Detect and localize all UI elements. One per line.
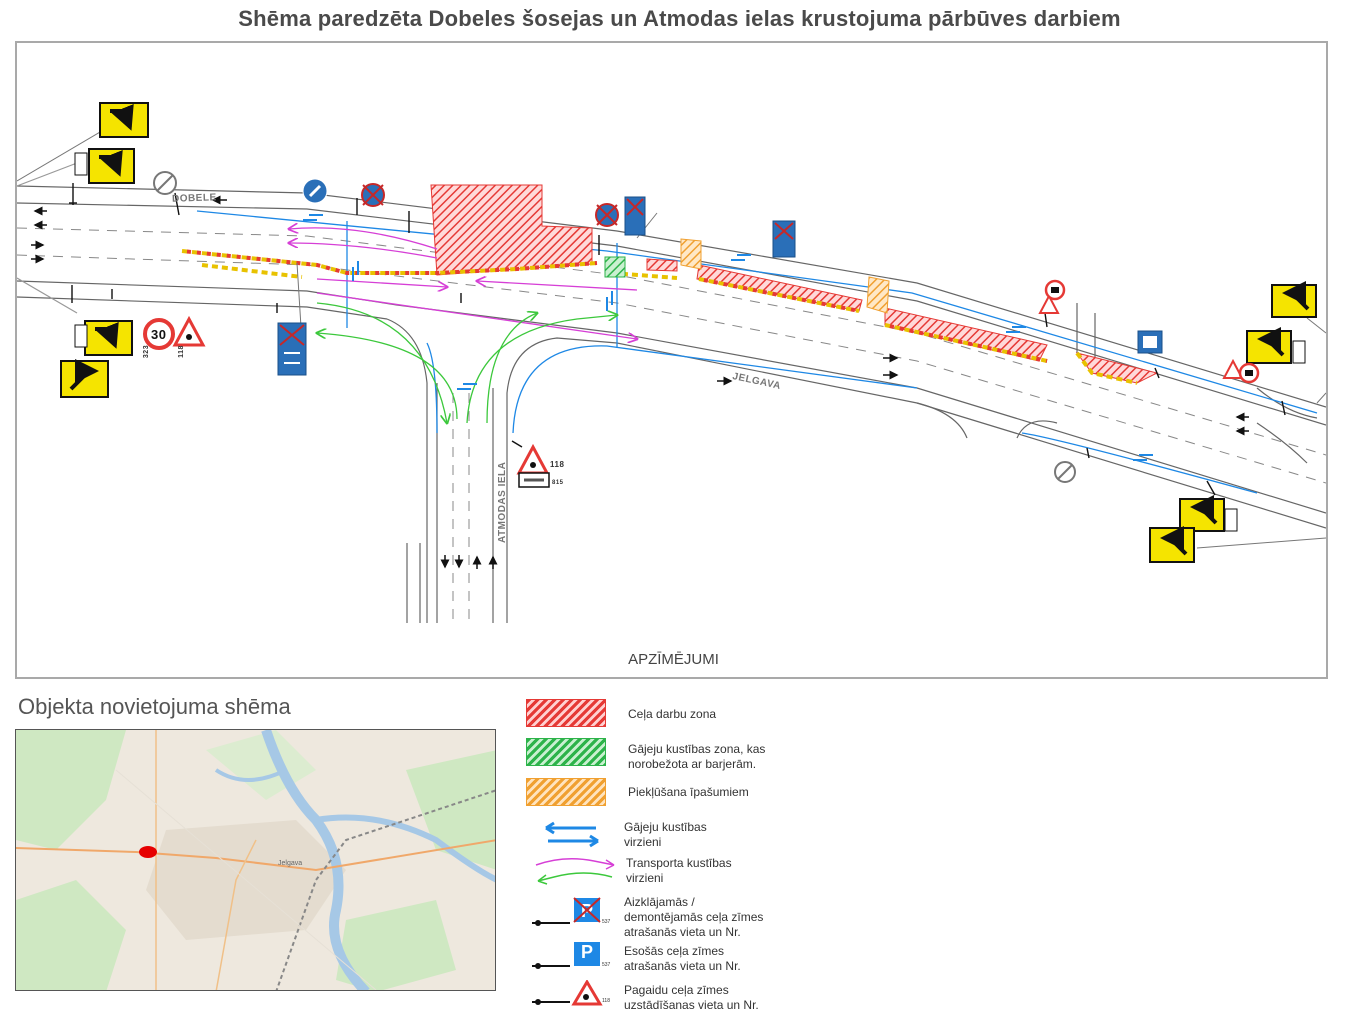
speed-limit-sign [143, 318, 175, 350]
warning-sign-3 [1038, 293, 1060, 314]
blue-rect-signs [277, 196, 1163, 376]
detour-plate [518, 472, 550, 488]
legend-text-transport-directions: Transporta kustības virzieni [626, 856, 732, 885]
lane-arrows [31, 195, 1249, 569]
covered-rect-sign-2 [624, 196, 646, 236]
legend-heading: APZĪMĒJUMI [628, 651, 719, 668]
existing-sign-icon [532, 942, 600, 969]
warning-sign-code: 118 [177, 345, 185, 358]
covered-sign-code: 537 [602, 919, 611, 925]
road-edge-south-outer [17, 296, 388, 320]
pedestrian-zone [604, 256, 626, 278]
no-overtaking-sign-2 [1238, 362, 1260, 384]
legend-text-covered-signs: Aizklājamās / demontējamās ceļa zīmes at… [624, 895, 764, 939]
plan-drawing [17, 102, 1326, 623]
atmodas-east-edge [506, 337, 1326, 623]
detour-sign-ne-2 [1246, 327, 1292, 364]
detour-sign-sw-2 [60, 359, 109, 398]
detour-plate-code: 815 [552, 480, 564, 486]
property-access-2 [866, 276, 890, 314]
location-marker [139, 846, 157, 858]
road-edge-north-outer [17, 185, 1326, 408]
roadworks-sign-code: 118 [550, 460, 565, 469]
property-access-1 [680, 238, 702, 270]
inset-map-title: Objekta novietojuma shēma [18, 694, 291, 719]
legend-text-roadworks: Ceļa darbu zona [628, 707, 717, 721]
detour-sign-se-1 [1179, 495, 1225, 532]
legend-text-pedestrian-directions: Gājeju kustības virzieni [624, 820, 707, 849]
legend-text-temporary-signs: Pagaidu ceļa zīmes uzstādīšanas vieta un… [624, 983, 759, 1012]
roadworks-zone-main [430, 184, 593, 276]
no-stopping-sign-1 [153, 171, 177, 195]
pedestrian-paths [196, 210, 1318, 494]
existing-sign-code: 537 [602, 962, 611, 968]
location-map-drawing [16, 730, 495, 990]
covered-rect-sign-3 [772, 220, 796, 258]
street-label-atmodas: ATMODAS IELA [497, 461, 508, 543]
location-map[interactable]: Jelgava [15, 729, 496, 991]
covered-rect-sign-1 [277, 322, 307, 376]
legend-text-pedestrian-zone: Gājeju kustības zona, kas norobežota ar … [628, 742, 766, 771]
transport-directions-magenta [289, 228, 637, 339]
pedestrian-zone-swatch [526, 738, 606, 766]
traffic-plan: DOBELE JELGAVA ATMODAS IELA 30 118 323 1… [15, 41, 1328, 679]
warning-sign-4 [1222, 358, 1244, 379]
property-access-swatch [526, 778, 606, 806]
legend-text-property-access: Piekļūšana īpašumiem [628, 785, 749, 799]
roadworks-swatch [526, 699, 606, 727]
barrier-lines-red [181, 249, 1048, 363]
road-edge-north [17, 202, 1326, 426]
warning-signs [172, 279, 1260, 475]
road-edge-south [17, 280, 1326, 514]
speed-limit-value: 30 [151, 327, 167, 342]
road-geometry [17, 162, 1326, 623]
speed-limit-code: 323 [143, 344, 151, 359]
covered-sign-icon: P [532, 897, 601, 926]
temporary-sign-code: 118 [602, 998, 610, 1004]
roadworks-zone-small [646, 258, 678, 272]
inset-city-label: Jelgava [278, 860, 303, 867]
pedestrian-direction-arrows [303, 214, 1153, 461]
sign-posts [69, 183, 1286, 496]
roadworks-warning-sign-1 [172, 315, 206, 347]
no-stopping-sign-2 [1054, 461, 1076, 483]
yellow-detour-signs [60, 102, 1317, 563]
detour-sign-se-2 [1149, 526, 1195, 563]
street-label-dobele: DOBELE [171, 192, 217, 205]
transport-directions-icon [535, 858, 615, 885]
transport-directions-green [317, 302, 617, 423]
bus-stop-sign [1137, 330, 1163, 354]
covered-sign-2 [595, 203, 619, 227]
no-stopping-signs [153, 171, 1076, 483]
temporary-sign-icon [532, 980, 603, 1006]
atmodas-west-edge [386, 318, 428, 623]
roadworks-warning-sign-2 [516, 443, 550, 475]
roadworks-zone-east-1 [696, 264, 863, 312]
existing-sign-letter: P [580, 942, 593, 962]
detour-sign-nw-1 [99, 102, 149, 138]
detour-sign-sw-1 [84, 320, 133, 356]
pedestrian-directions-icon [545, 821, 599, 848]
mandatory-direction-sign [302, 178, 328, 204]
page-title: Shēma paredzēta Dobeles šosejas un Atmod… [238, 6, 1121, 31]
no-overtaking-sign-1 [1044, 279, 1066, 301]
detour-sign-nw-2 [88, 148, 135, 184]
covered-sign-1 [361, 183, 385, 207]
detour-sign-ne-1 [1271, 281, 1317, 318]
legend-text-existing-signs: Esošās ceļa zīmes atrašanās vieta un Nr. [624, 944, 741, 973]
